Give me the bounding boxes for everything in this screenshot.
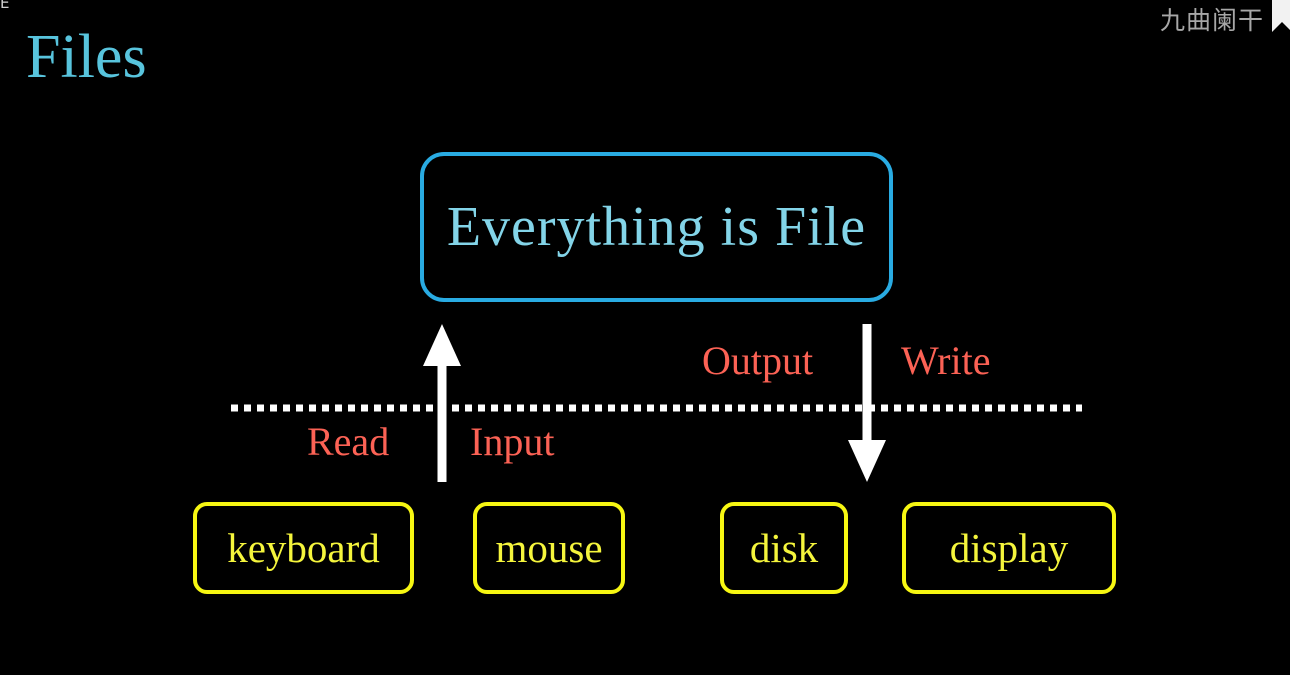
flow-label-output: Output	[702, 338, 814, 383]
arrow-down-output-write	[845, 322, 889, 484]
device-label-keyboard: keyboard	[227, 525, 380, 571]
flow-label-read: Read	[307, 419, 390, 464]
device-label-disk: disk	[749, 525, 819, 571]
arrow-up-read-input	[420, 322, 464, 484]
device-box-keyboard: keyboard	[193, 502, 414, 594]
flow-label-input: Input	[470, 419, 555, 464]
device-box-display: display	[902, 502, 1116, 594]
page-title: Files	[26, 23, 147, 91]
device-box-disk: disk	[720, 502, 848, 594]
flow-label-write: Write	[901, 338, 991, 383]
device-label-mouse: mouse	[495, 525, 603, 571]
channel-watermark: 九曲阑干	[1159, 6, 1264, 35]
concept-box-everything-is-file: Everything is File	[420, 152, 893, 302]
ribbon-mark-icon	[1266, 0, 1290, 34]
concept-box-label: Everything is File	[446, 196, 867, 258]
device-box-mouse: mouse	[473, 502, 625, 594]
user-kernel-boundary-line	[228, 404, 1085, 412]
corner-text-artifact: E	[0, 0, 10, 12]
device-label-display: display	[949, 525, 1069, 571]
